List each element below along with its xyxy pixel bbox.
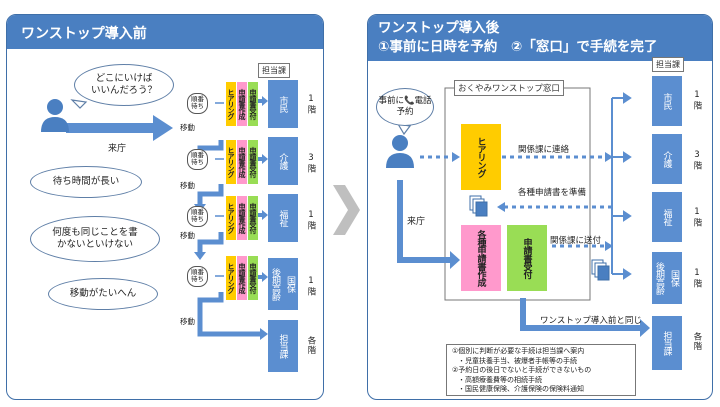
sakusei-box-3: 申請書作成 xyxy=(237,196,247,240)
left-floor-5: 各階 xyxy=(306,336,316,355)
notes-box: ①個別に判断が必要な手続は担当課へ案内 ・児童扶養手当、被爆者手帳等の手続 ②予… xyxy=(446,344,636,396)
uketsuke-box-2: 申請書受付 xyxy=(248,140,258,184)
before-title: ワンストップ導入前 xyxy=(7,15,323,49)
move-arrow-4 xyxy=(197,292,262,337)
right-floor-4: 1階 xyxy=(692,268,702,289)
wait-bubble-3: 順番 待ち xyxy=(187,206,208,227)
renraku-label: 関係課に連絡 xyxy=(518,145,570,155)
onaji-label: ワンストップ導入前と同じ xyxy=(540,316,642,326)
right-floor-2: 3階 xyxy=(692,150,702,171)
note-line-1: ①個別に判断が必要な手続は担当課へ案内 xyxy=(452,347,585,355)
move-label-1: 移動 xyxy=(180,123,195,132)
right-tantou-tag: 担当課 xyxy=(652,57,684,72)
person-icon xyxy=(41,99,414,168)
right-uketsuke-box: 申請書受付 xyxy=(507,225,547,291)
hearing-box-3: ヒアリング xyxy=(226,196,236,240)
left-floor-3: 1階 xyxy=(306,210,316,231)
onestop-window-label: おくやみワンストップ窓口 xyxy=(454,80,564,96)
note-line-5: ・国民健康保険、介護保険の保険料通知 xyxy=(458,385,584,393)
right-floor-5: 各階 xyxy=(692,332,702,351)
documents-icon xyxy=(469,195,610,281)
after-title: ワンストップ導入後 ①事前に日時を予約 ②「窓口」で手続を完了 xyxy=(368,15,712,61)
onaji-arrow xyxy=(520,298,650,337)
hearing-box-2: ヒアリング xyxy=(226,140,236,184)
raichou-arrow xyxy=(66,115,173,141)
right-dept-kouki: 後期高齢 xyxy=(654,262,664,294)
move-label-4: 移動 xyxy=(180,317,195,326)
bubble-yoyaku: 事前に📞電話予約 xyxy=(376,88,434,126)
right-dept-kouki-kokuho: 後期高齢 国保 xyxy=(652,252,682,304)
wait-bubble-4: 順番 待ち xyxy=(187,266,208,287)
sakusei-box-2: 申請書作成 xyxy=(237,140,247,184)
right-dept-shimin: 市民 xyxy=(652,76,682,126)
uketsuke-box-4: 申請書受付 xyxy=(248,256,258,300)
right-dept-kokuho: 国保 xyxy=(669,270,679,286)
left-floor-2: 3階 xyxy=(306,153,316,174)
move-arrow-2 xyxy=(197,184,224,206)
left-dept-kaigo: 介護 xyxy=(268,137,298,185)
bubble-rewrite: 何度も同じことを書 かないといけない xyxy=(30,216,160,262)
move-label-2: 移動 xyxy=(180,181,195,190)
left-dept-shimin: 市民 xyxy=(268,80,298,128)
right-dept-tantou: 担当課 xyxy=(652,316,682,370)
souhu-label: 関係課に送付 xyxy=(550,236,602,246)
right-sakusei-box: 各種申請書作成 xyxy=(461,225,501,291)
right-dept-kaigo: 介護 xyxy=(652,134,682,184)
left-dept-kouki: 後期高齢 xyxy=(270,268,280,300)
sakusei-box-4: 申請書作成 xyxy=(237,256,247,300)
wait-bubble-2: 順番 待ち xyxy=(187,149,208,170)
left-dept-fukushi: 福祉 xyxy=(268,194,298,242)
left-tantou-tag: 担当課 xyxy=(258,63,290,78)
wait-bubble-1: 順番 待ち xyxy=(187,93,208,114)
left-floor-1: 1階 xyxy=(306,94,316,115)
chevron-right-icon xyxy=(333,185,360,235)
left-dept-kokuho: 国保 xyxy=(285,276,295,292)
left-raichou-label: 来庁 xyxy=(108,144,127,154)
after-title-line1: ワンストップ導入後 xyxy=(378,20,500,36)
bubble-wait: 待ち時間が長い xyxy=(30,166,142,198)
hearing-box-1: ヒアリング xyxy=(226,82,236,126)
right-hearing-box: ヒアリング xyxy=(461,124,501,190)
right-floor-1: 1階 xyxy=(692,90,702,111)
left-floor-4: 1階 xyxy=(306,276,316,297)
move-arrow-3 xyxy=(197,232,224,254)
sakusei-box-1: 申請書作成 xyxy=(237,82,247,126)
bubble-move: 移動がたいへん xyxy=(48,278,158,310)
move-label-3: 移動 xyxy=(180,231,195,240)
junbi-label: 各種申請書を準備 xyxy=(518,188,587,198)
bubble-where: どこにいけば いいんだろう？ xyxy=(74,64,174,106)
left-dept-tantou: 担当課 xyxy=(268,320,298,372)
left-dept-kouki-kokuho: 後期高齢 国保 xyxy=(268,258,298,310)
right-raichou-arrow xyxy=(397,180,460,269)
note-line-2: ・児童扶養手当、被爆者手帳等の手続 xyxy=(458,356,577,365)
after-title-line2: ①事前に日時を予約 ②「窓口」で手続を完了 xyxy=(378,39,658,55)
uketsuke-box-1: 申請書受付 xyxy=(248,82,258,126)
right-floor-3: 1階 xyxy=(692,207,702,228)
hearing-box-4: ヒアリング xyxy=(226,256,236,300)
uketsuke-box-3: 申請書受付 xyxy=(248,196,258,240)
right-dept-fukushi: 福祉 xyxy=(652,192,682,242)
note-line-4: ・高額療養費等の相続手続 xyxy=(458,375,542,384)
note-line-3: ②予約日の後日でないと手続ができないもの xyxy=(452,366,592,374)
right-raichou-label: 来庁 xyxy=(407,217,426,227)
